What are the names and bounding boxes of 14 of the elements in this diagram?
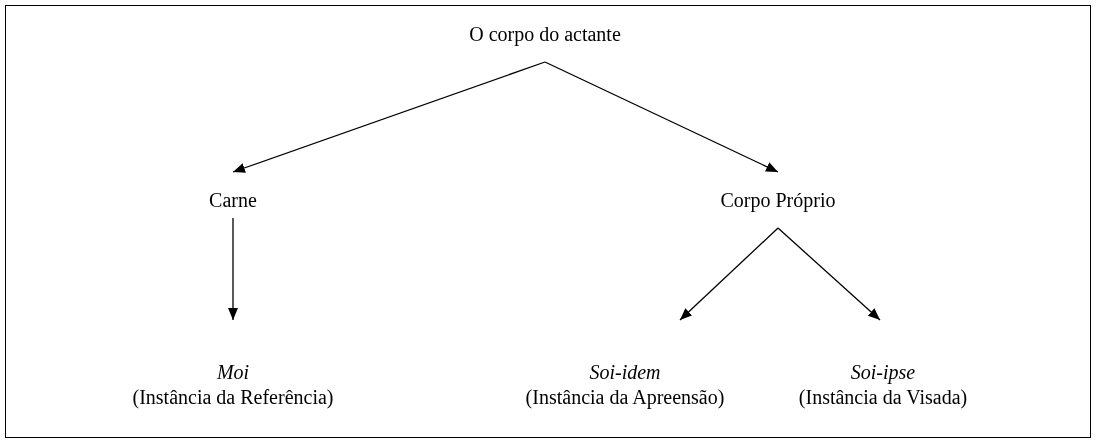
arrow xyxy=(679,227,779,321)
term-label: Soi-idem xyxy=(589,360,661,385)
arrow xyxy=(228,217,238,321)
node-label: Carne xyxy=(209,188,257,213)
arrow xyxy=(777,227,881,321)
arrow xyxy=(544,61,779,173)
term-label: Soi-ipse xyxy=(850,360,916,385)
node-label: (Instância da Visada) xyxy=(798,385,968,410)
node-label: O corpo do actante xyxy=(469,22,621,47)
node-label: (Instância da Referência) xyxy=(132,385,334,410)
node-label: Corpo Próprio xyxy=(720,188,836,213)
term-label: Moi xyxy=(216,360,250,385)
node-label: (Instância da Apreensão) xyxy=(525,385,725,410)
arrow xyxy=(232,61,546,173)
